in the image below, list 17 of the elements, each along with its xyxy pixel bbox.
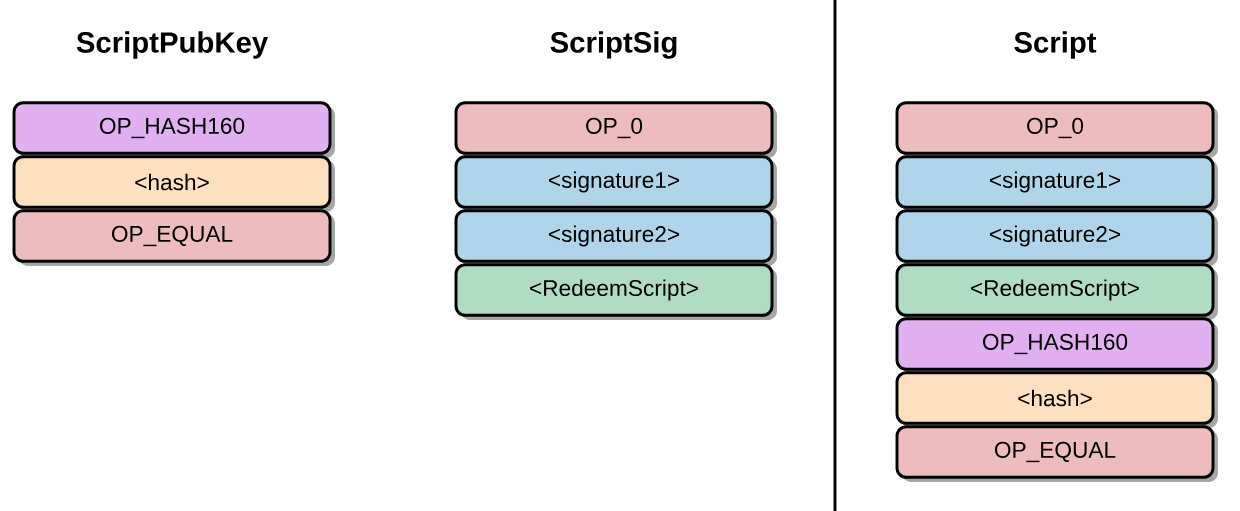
column-heading: Script [1014, 31, 1097, 59]
column-heading: ScriptSig [550, 31, 677, 59]
stack-cell: <signature1> [895, 155, 1218, 212]
stack-cell: <signature1> [454, 155, 777, 212]
stack-cell: <RedeemScript> [454, 263, 777, 320]
stack-cell: <hash> [12, 155, 335, 212]
stack-cell: OP_0 [454, 101, 777, 158]
stack-cell: OP_HASH160 [12, 101, 335, 158]
stack-cell: OP_EQUAL [12, 209, 335, 266]
stack-cell: OP_EQUAL [895, 425, 1218, 482]
stack-cell: <signature2> [895, 209, 1218, 266]
stack-cell: OP_HASH160 [895, 317, 1218, 374]
column-heading: ScriptPubKey [76, 31, 269, 59]
stack-cell: OP_0 [895, 101, 1218, 158]
stack-cell: <RedeemScript> [895, 263, 1218, 320]
stack-cell: <hash> [895, 371, 1218, 428]
stack-cell: <signature2> [454, 209, 777, 266]
